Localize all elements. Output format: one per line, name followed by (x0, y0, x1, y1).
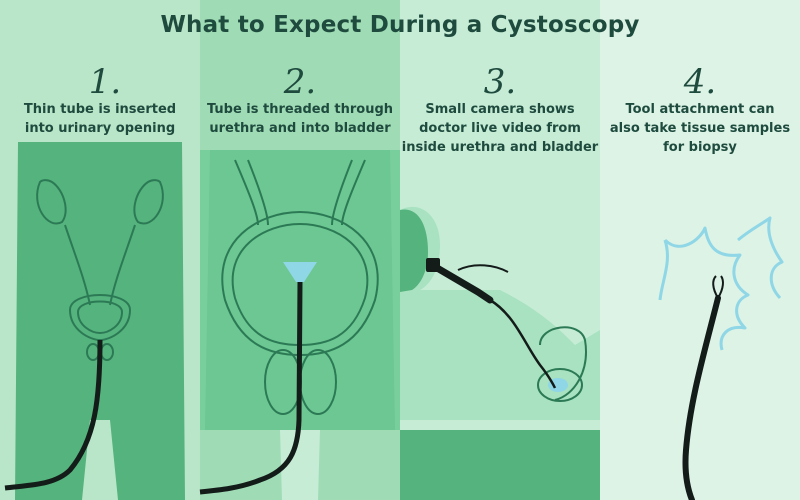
camera-tip-2 (283, 262, 317, 282)
step-3-number: 3. (483, 62, 517, 102)
step-4-caption-line-1: Tool attachment can (625, 102, 775, 117)
step-3-caption-line-3: inside urethra and bladder (401, 140, 599, 155)
scope-tube-1 (4, 339, 103, 491)
step-1-caption-line-2: into urinary opening (24, 121, 176, 136)
step-1-caption: Thin tube is inserted into urinary openi… (0, 100, 200, 138)
step-2-caption-line-1: Tube is threaded through (206, 102, 394, 117)
biopsy-tool (682, 275, 724, 500)
step-4-panel (600, 0, 800, 500)
step-4-caption-line-3: for biopsy (663, 140, 737, 155)
step-1-caption-line-1: Thin tube is inserted (23, 102, 177, 117)
step-2-number: 2. (283, 62, 317, 102)
step-2-caption-line-2: urethra and into bladder (209, 121, 391, 136)
torso-illustration (15, 142, 185, 500)
page-title: What to Expect During a Cystoscopy (160, 12, 640, 38)
step-3-caption: Small camera shows doctor live video fro… (400, 100, 600, 157)
step-3-caption-line-1: Small camera shows (425, 102, 575, 117)
step-4-number: 4. (683, 62, 717, 102)
step-3-caption-line-2: doctor live video from (419, 121, 581, 136)
patient-illustration (400, 206, 600, 500)
step-4-caption: Tool attachment can also take tissue sam… (600, 100, 800, 157)
scope-tube-2 (199, 281, 303, 495)
tissue-burst-illustration (658, 216, 784, 351)
step-4-caption-line-2: also take tissue samples (609, 121, 791, 136)
step-1-number: 1. (88, 62, 122, 102)
scope-handle-3 (426, 258, 557, 389)
step-2-caption: Tube is threaded through urethra and int… (200, 100, 400, 138)
